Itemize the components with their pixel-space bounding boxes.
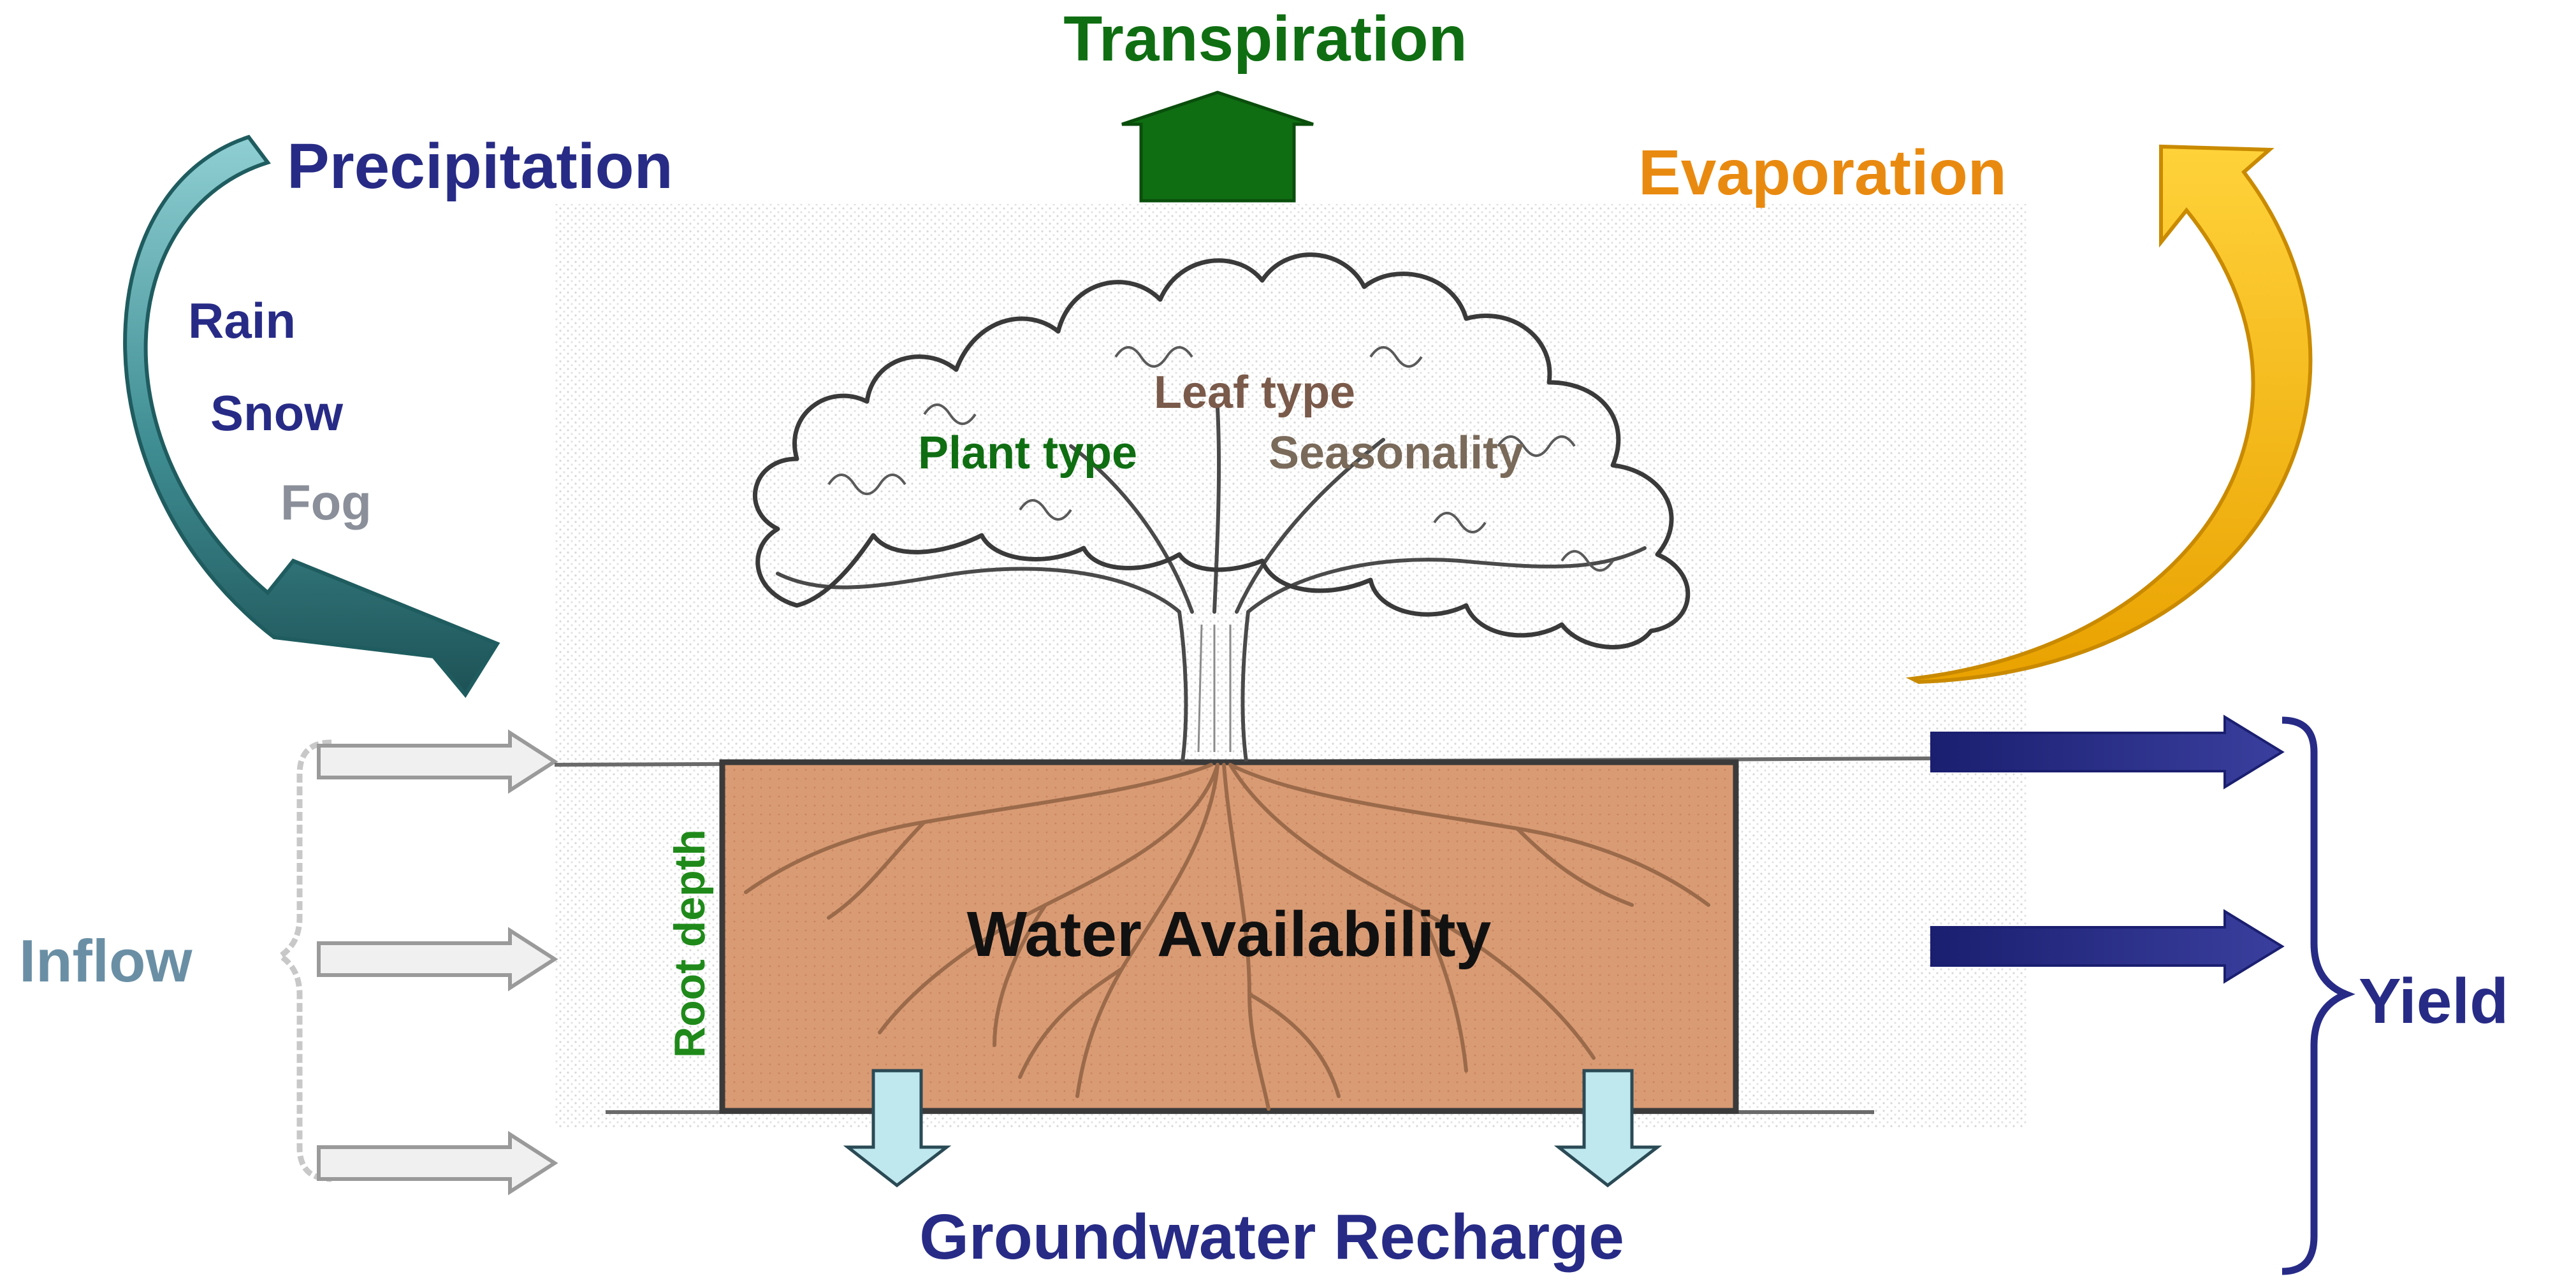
outflow-arrow-top xyxy=(1930,714,2285,790)
tree-canopy xyxy=(752,252,1691,649)
label-yield: Yield xyxy=(2359,966,2508,1037)
inflow-arrow-top xyxy=(317,729,558,794)
label-water-availability: Water Availability xyxy=(967,899,1492,970)
label-root-depth: Root depth xyxy=(666,829,714,1058)
label-leaf-type: Leaf type xyxy=(1154,367,1355,418)
transpiration-arrow xyxy=(1121,90,1314,203)
tree-trunk xyxy=(1177,611,1250,762)
inflow-bracket xyxy=(275,739,332,1182)
evaporation-arrow xyxy=(1905,144,2313,684)
recharge-arrow-left xyxy=(843,1069,952,1188)
label-transpiration: Transpiration xyxy=(1063,3,1467,75)
recharge-arrow-right xyxy=(1554,1069,1663,1188)
label-rain: Rain xyxy=(188,293,296,349)
yield-bracket xyxy=(2281,716,2355,1275)
tree-roots xyxy=(744,763,1710,1111)
label-snow: Snow xyxy=(210,385,343,441)
precipitation-arrow xyxy=(123,134,500,698)
inflow-arrow-middle xyxy=(317,927,558,992)
label-seasonality: Seasonality xyxy=(1269,428,1524,479)
label-fog: Fog xyxy=(280,474,372,530)
outflow-arrow-middle xyxy=(1930,909,2285,984)
label-groundwater-recharge: Groundwater Recharge xyxy=(919,1201,1624,1273)
label-evaporation: Evaporation xyxy=(1638,137,2007,208)
tree-canopy-scribbles xyxy=(827,346,1614,572)
label-precipitation: Precipitation xyxy=(287,131,673,202)
label-inflow: Inflow xyxy=(19,927,193,994)
label-plant-type: Plant type xyxy=(918,428,1137,479)
inflow-arrow-bottom xyxy=(317,1131,558,1196)
